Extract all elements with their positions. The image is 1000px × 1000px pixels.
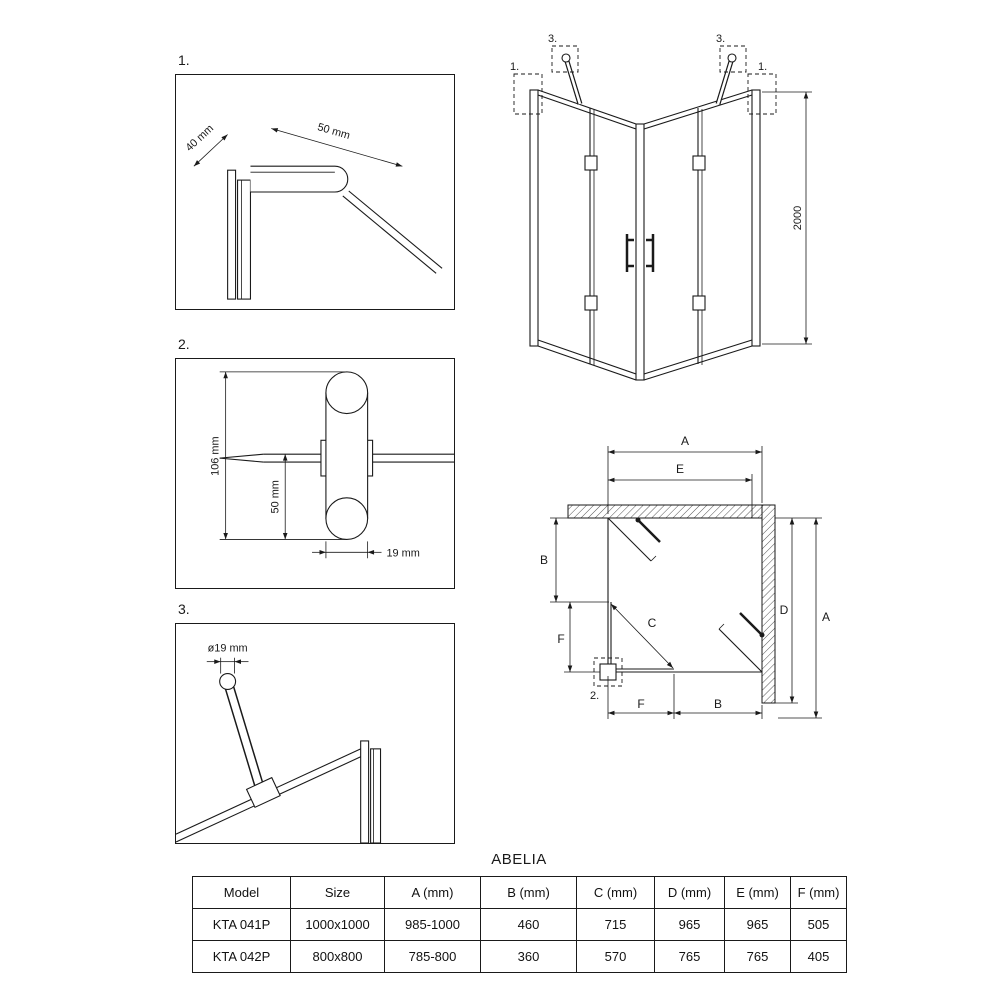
hinge-icon [584, 295, 598, 311]
support-bar-drawing: ø19 mm [176, 643, 382, 843]
isometric-view: 3. 3. 1. 1. 2000 [510, 33, 812, 381]
height-dimension: 2000 [762, 91, 812, 345]
detail-1-label: 1. [178, 52, 190, 68]
col-header-b: B (mm) [480, 876, 577, 909]
col-header-d: D (mm) [654, 876, 725, 909]
support-bar-plan [637, 519, 661, 543]
detail-1-dimensions: 40 mm 50 mm [183, 121, 403, 167]
col-header-c: C (mm) [576, 876, 655, 909]
col-header-f: F (mm) [790, 876, 847, 909]
callout-2: 2. [590, 690, 599, 702]
handle-bar [325, 371, 369, 540]
glass-clamp [245, 776, 281, 809]
detail-2-box: 106 mm 50 mm 19 mm [175, 358, 455, 589]
table-header-row: Model Size A (mm) B (mm) C (mm) D (mm) E… [192, 876, 847, 909]
glass-edge [342, 195, 437, 274]
col-header-model: Model [192, 876, 291, 909]
dim-50mm: 50 mm [316, 121, 351, 142]
wall-top [567, 504, 763, 519]
hinge-icon [584, 155, 598, 171]
cell-b: 360 [480, 940, 577, 973]
callout-box [719, 45, 747, 73]
cell-c: 715 [576, 908, 655, 941]
hinge-icon [692, 155, 706, 171]
dim-A-right: A [822, 610, 830, 624]
detail-3-box: ø19 mm [175, 623, 455, 844]
callout-box [551, 45, 579, 73]
dim-40mm: 40 mm [183, 123, 216, 154]
plan-view: 2. A E B F D A [540, 434, 830, 719]
dim-A-top: A [681, 434, 689, 448]
corner-callout: 2. [590, 657, 623, 702]
dim-50mm-2: 50 mm [269, 480, 281, 513]
glass-layout [607, 517, 765, 673]
dim-B-bottom: B [714, 697, 722, 711]
cell-size: 1000x1000 [290, 908, 385, 941]
cell-f: 505 [790, 908, 847, 941]
cell-model: KTA 041P [192, 908, 291, 941]
callout-3-right: 3. [716, 33, 725, 45]
plan-dimensions: A E B F D A F B C [540, 434, 830, 719]
dim-106mm: 106 mm [210, 436, 222, 475]
callouts: 3. 3. 1. 1. [510, 33, 777, 115]
callout-box [747, 73, 777, 115]
cell-f: 405 [790, 940, 847, 973]
col-header-e: E (mm) [724, 876, 791, 909]
cell-a: 985-1000 [384, 908, 481, 941]
wall-profile-section [227, 165, 443, 300]
detail-2-label: 2. [178, 336, 190, 352]
wall-profile [360, 740, 382, 843]
detail-2-dimensions: 106 mm 50 mm 19 mm [210, 371, 420, 559]
cell-e: 765 [724, 940, 791, 973]
dim-E: E [676, 462, 684, 476]
callout-box [513, 73, 543, 115]
dim-2000: 2000 [792, 206, 804, 230]
dim-D-right: D [780, 603, 789, 617]
wall-right [761, 504, 776, 704]
cell-a: 785-800 [384, 940, 481, 973]
cell-size: 800x800 [290, 940, 385, 973]
support-bar [219, 673, 281, 809]
col-header-size: Size [290, 876, 385, 909]
dim-diameter-19mm: ø19 mm [208, 643, 248, 655]
cell-c: 570 [576, 940, 655, 973]
cell-model: KTA 042P [192, 940, 291, 973]
detail-1-box: 40 mm 50 mm [175, 74, 455, 310]
door-handles [625, 234, 655, 272]
bar-wall-mount [219, 673, 237, 690]
callout-1-left: 1. [510, 61, 519, 73]
dim-F-bottom: F [637, 697, 644, 711]
support-bar-plan [739, 612, 763, 636]
spec-table: Model Size A (mm) B (mm) C (mm) D (mm) E… [192, 876, 847, 973]
detail-3-label: 3. [178, 601, 190, 617]
callout-3-left: 3. [548, 33, 557, 45]
hinges [584, 155, 706, 311]
dim-C: C [648, 616, 657, 630]
left-glass-panel [537, 89, 637, 381]
col-header-a: A (mm) [384, 876, 481, 909]
dim-19mm: 19 mm [386, 547, 419, 559]
callout-1-right: 1. [758, 61, 767, 73]
dim-B-left: B [540, 553, 548, 567]
wall-profile-drawing: 40 mm 50 mm [183, 121, 443, 300]
detail-3-dimensions: ø19 mm [206, 643, 249, 674]
left-door-open [607, 517, 652, 562]
hinge-icon [692, 295, 706, 311]
door-top-rail [250, 165, 349, 193]
support-bars [561, 53, 737, 105]
back-left-wall-profile [529, 89, 539, 347]
cell-e: 965 [724, 908, 791, 941]
handle-drawing: 106 mm 50 mm 19 mm [210, 371, 454, 559]
table-row: KTA 041P 1000x1000 985-1000 460 715 965 … [192, 908, 847, 941]
back-right-wall-profile [751, 89, 761, 347]
front-corner-post [635, 123, 645, 381]
dim-F-left: F [557, 632, 564, 646]
cell-b: 460 [480, 908, 577, 941]
table-row: KTA 042P 800x800 785-800 360 570 765 765… [192, 940, 847, 973]
sheet-title: ABELIA [491, 851, 547, 868]
cell-d: 765 [654, 940, 725, 973]
cell-d: 965 [654, 908, 725, 941]
right-glass-panel [643, 89, 753, 381]
bottom-door-open [718, 628, 763, 673]
